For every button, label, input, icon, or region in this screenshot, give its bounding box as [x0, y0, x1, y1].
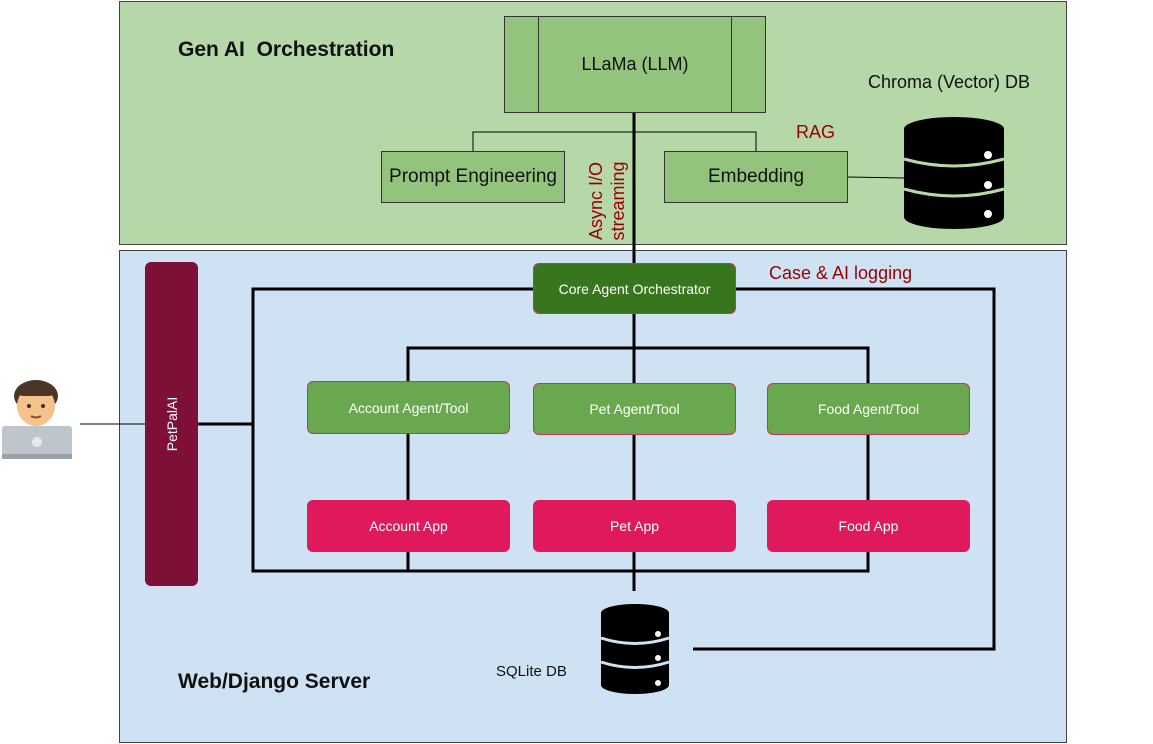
petpal-label: PetPalAI [163, 396, 180, 452]
llm-label: LLaMa (LLM) [581, 54, 689, 74]
food-agent-label: Food Agent/Tool [817, 401, 920, 417]
account-agent-label: Account Agent/Tool [348, 399, 469, 416]
account-app-box: Account App [307, 500, 510, 552]
sqlite-label: SQLite DB [496, 663, 567, 680]
llm-box: LLaMa (LLM) [504, 16, 766, 113]
account-agent-box: Account Agent/Tool [307, 381, 510, 434]
food-app-label: Food App [838, 518, 899, 534]
genai-zone-title: Gen AI Orchestration [178, 38, 395, 61]
async-streaming-annotation: Async I/O streaming [585, 141, 631, 261]
petpal-bar[interactable]: PetPalAI [145, 262, 198, 586]
prompt-engineering-box: Prompt Engineering [381, 151, 565, 203]
prompt-engineering-label: Prompt Engineering [389, 166, 557, 187]
orchestrator-label: Core Agent Orchestrator [558, 280, 711, 297]
async-line2: streaming [608, 161, 628, 241]
database-icon [903, 117, 1005, 229]
account-app-label: Account App [369, 518, 448, 534]
logging-label: Case & AI logging [769, 263, 913, 283]
pet-agent-box: Pet Agent/Tool [533, 383, 736, 435]
embedding-box: Embedding [664, 151, 848, 203]
food-agent-box: Food Agent/Tool [767, 383, 970, 435]
web-server-zone [119, 250, 1067, 743]
vector-db-label: Chroma (Vector) DB [868, 72, 1031, 92]
pet-agent-label: Pet Agent/Tool [589, 401, 680, 417]
embedding-label: Embedding [707, 166, 805, 187]
web-zone-title: Web/Django Server [178, 670, 371, 693]
pet-app-box: Pet App [533, 500, 736, 552]
core-agent-orchestrator: Core Agent Orchestrator [533, 263, 736, 314]
food-app-box: Food App [767, 500, 970, 552]
rag-label: RAG [796, 122, 836, 142]
user-laptop-icon [2, 380, 72, 459]
database-icon [600, 604, 670, 694]
pet-app-label: Pet App [609, 518, 660, 534]
async-line1: Async I/O [586, 161, 606, 241]
